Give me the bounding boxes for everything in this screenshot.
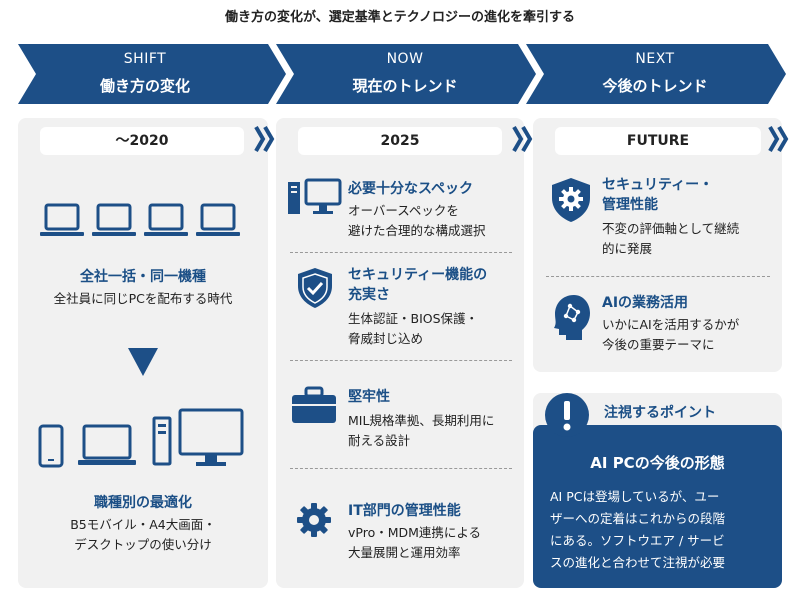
col3-item1-title2: 管理性能 [602,197,658,213]
gear-icon [297,503,331,537]
ai-head-icon [554,295,590,340]
stage-arrow-shift [18,44,286,104]
col1-bottom-title: 職種別の最適化 [94,495,192,511]
desktop-pc-icon [288,178,342,214]
stage-now-main: 現在のトレンド [352,77,458,95]
col1-bottom-desc-1: B5モバイル・A4大画面・ [70,517,216,532]
col2-item1-title: 必要十分なスペック [348,181,474,197]
col2-item3-title: 堅牢性 [348,389,390,405]
page-title: 働き方の変化が、選定基準とテクノロジーの進化を牽引する [225,10,575,25]
exclamation-icon [545,393,589,437]
stage-now: NOW 現在のトレンド [282,44,528,104]
column-future-header: FUTURE [555,127,761,155]
col3-item1-desc1: 不変の評価軸として継続 [602,221,740,236]
down-triangle-icon [128,348,158,376]
col2-item1-desc2: 避けた合理的な構成選択 [348,223,486,238]
col2-item4-desc1: vPro・MDM連携による [348,525,482,540]
col2-item2-title1: セキュリティー機能の [348,267,488,283]
divider [290,468,512,469]
devices-icon [38,408,244,468]
col3-item2-title: AIの業務活用 [602,295,689,311]
briefcase-icon [292,386,336,423]
security-gear-shield-icon [552,178,590,222]
attention-box [533,425,782,588]
attention-spacer [533,476,782,477]
col2-item2-title2: 充実さ [348,287,390,303]
stage-shift: SHIFT 働き方の変化 [18,44,272,104]
col2-item2-desc1: 生体認証・BIOS保護・ [348,311,479,326]
col3-item1-title1: セキュリティー・ [602,177,714,193]
shield-check-icon [298,268,332,308]
stage-next: NEXT 今後のトレンド [532,44,778,104]
col3-item2-desc2: 今後の重要テーマに [602,337,715,352]
col3-item1-desc2: 的に発展 [602,241,653,256]
attention-heading: AI PCの今後の形態 [590,454,725,472]
attention-label: 注視するポイント [604,405,716,421]
attention-body-1: AI PCは登場しているが、ユー [550,489,720,504]
stage-next-top: NEXT [635,51,675,67]
divider [546,276,770,277]
col2-item3-desc2: 耐える設計 [348,433,411,448]
col2-item4-title: IT部門の管理性能 [348,503,461,519]
col2-item3-desc1: MIL規格準拠、長期利用に [348,413,495,428]
col2-item4-desc2: 大量展開と運用効率 [348,545,461,560]
attention-body-2: ザーへの定着はこれからの段階 [550,511,726,526]
stage-arrows [18,44,786,104]
chevron-right-icon [768,125,789,153]
stage-next-main: 今後のトレンド [602,77,708,95]
stage-arrow-next [526,44,786,104]
column-2025-header: 2025 [298,127,502,155]
col1-bottom-desc-2: デスクトップの使い分け [74,537,212,552]
col1-top-desc: 全社員に同じPCを配布する時代 [53,291,233,306]
laptop-row-icon [40,203,240,236]
stage-arrow-now [276,44,536,104]
col3-item2-desc1: いかにAIを活用するかが [602,317,740,332]
attention-body-3: にある。ソフトウエア / サービ [550,533,725,548]
divider [290,360,512,361]
stage-now-top: NOW [386,51,424,67]
attention-body-4: スの進化と合わせて注視が必要 [550,555,726,570]
stage-shift-top: SHIFT [123,51,167,67]
col2-item2-desc2: 脅威封じ込め [348,331,424,346]
col2-item1-desc1: オーバースペックを [348,203,459,218]
chevron-right-icon [254,125,275,153]
divider [290,252,512,253]
chevron-right-icon [512,125,533,153]
col1-top-title: 全社一括・同一機種 [80,269,206,285]
stage-shift-main: 働き方の変化 [99,77,190,95]
column-2020-header: ～2020 [40,127,244,155]
